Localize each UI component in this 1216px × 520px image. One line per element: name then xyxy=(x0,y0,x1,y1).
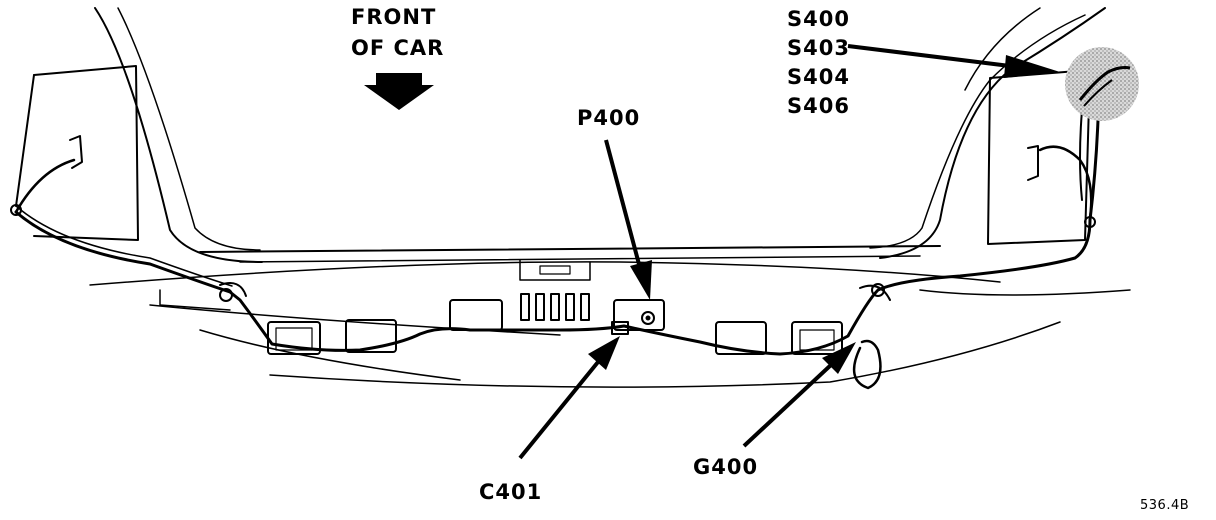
splice-labels: S400 S403 S404 S406 xyxy=(787,5,850,121)
front-direction-arrow-icon xyxy=(364,73,434,110)
splice-label-s404: S404 xyxy=(787,65,850,89)
center-vent xyxy=(520,293,590,321)
figure-number: 536.4B xyxy=(1140,498,1190,513)
splice-label-s403: S403 xyxy=(787,36,850,60)
g400-label: G400 xyxy=(693,455,759,479)
splice-highlight xyxy=(1065,47,1139,121)
c401-callout-arrow xyxy=(518,336,620,460)
g400-callout-arrow xyxy=(742,342,856,448)
wiring-harness xyxy=(14,210,1092,356)
right-quarter-panel xyxy=(987,69,1091,245)
splice-label-s400: S400 xyxy=(787,7,850,31)
front-label-line1: FRONT xyxy=(351,5,437,29)
p400-label: P400 xyxy=(577,106,641,130)
front-of-car-label: FRONT OF CAR xyxy=(351,3,444,62)
c401-label: C401 xyxy=(479,480,543,504)
splice-label-s406: S406 xyxy=(787,94,850,118)
left-quarter-panel xyxy=(33,65,139,241)
splice-callout-arrow xyxy=(847,44,1060,78)
p400-callout-arrow xyxy=(604,139,652,300)
front-label-line2: OF CAR xyxy=(351,36,445,60)
